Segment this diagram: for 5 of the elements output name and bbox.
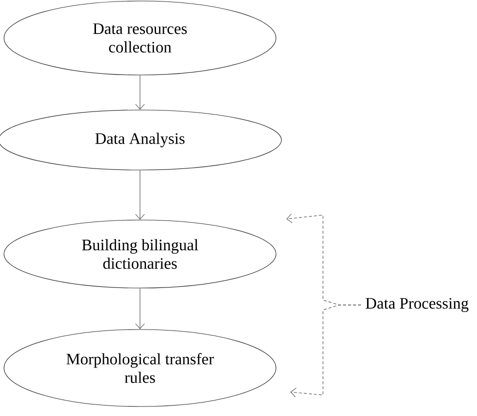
arrow: [135, 170, 145, 220]
arrow: [135, 74, 145, 110]
arrow: [135, 288, 145, 330]
annotation-label: Data Processing: [366, 298, 468, 312]
dashed-arrow: [290, 304, 362, 398]
